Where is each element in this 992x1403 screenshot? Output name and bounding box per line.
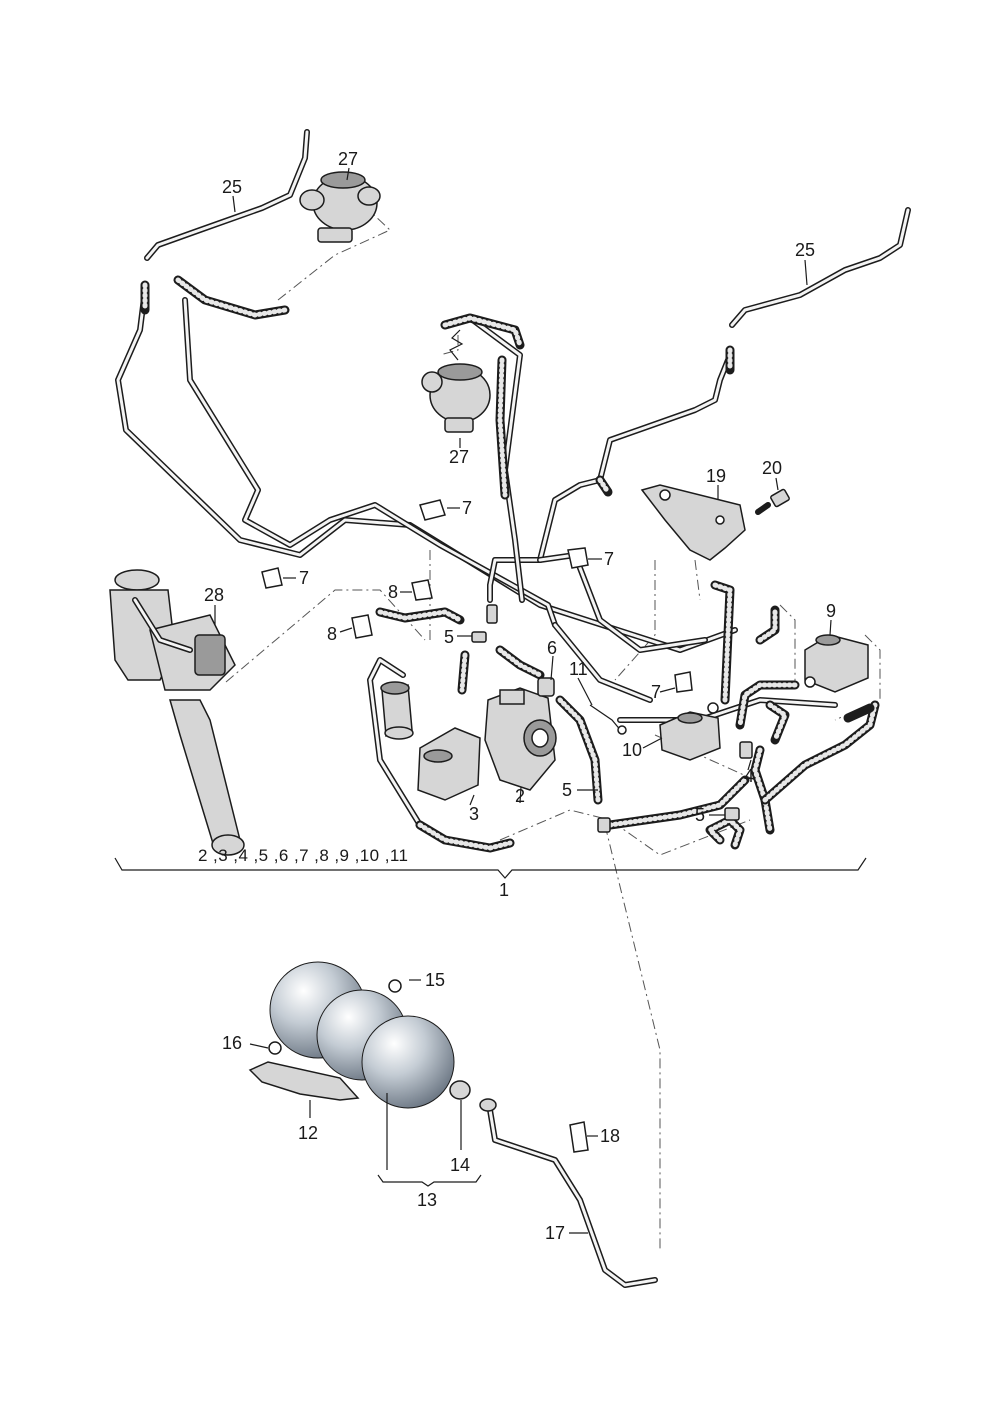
callout-labels: 25 27 25 27 7 7 7 7 19 20 28 8 8 5 6 11 … [198,149,836,1243]
callout-25-right: 25 [795,240,815,260]
callout-7-d: 7 [651,682,661,702]
callout-15: 15 [425,970,445,990]
callout-14: 14 [450,1155,470,1175]
callout-7-a: 7 [462,498,472,518]
callout-3: 3 [469,804,479,824]
callout-9: 9 [826,601,836,621]
callout-1: 1 [499,880,509,900]
air-valve-27-top [299,171,381,243]
callout-5-a: 5 [444,627,454,647]
callout-10: 10 [622,740,642,760]
callout-18: 18 [600,1126,620,1146]
clips [261,499,693,1153]
callout-13: 13 [417,1190,437,1210]
solenoid-valve-10 [659,702,721,761]
vacuum-hoses [140,275,880,853]
leader-lines [114,167,867,1234]
actuator-28 [109,569,245,856]
callout-12: 12 [298,1123,318,1143]
callout-25-left: 25 [222,177,242,197]
bolt-20 [755,488,790,515]
t-pieces [471,604,753,833]
solenoid-valve-9 [804,634,869,693]
callout-19: 19 [706,466,726,486]
callout-8-b: 8 [327,624,337,644]
valve-body-2 [484,687,557,791]
reservoir-sphere-3 [361,1015,455,1109]
callout-28: 28 [204,585,224,605]
callout-27-mid: 27 [449,447,469,467]
wire-11 [589,704,627,735]
group-contents-list: 2 ,3 ,4 ,5 ,6 ,7 ,8 ,9 ,10 ,11 [198,846,408,865]
callout-8-a: 8 [388,582,398,602]
air-valve-27-mid [421,329,491,433]
callout-5-b: 5 [562,780,572,800]
vacuum-reservoir [248,961,497,1112]
callout-11: 11 [569,659,588,679]
filter-housing-3 [417,727,481,801]
callout-16: 16 [222,1033,242,1053]
filter-canister [380,681,414,740]
callout-17: 17 [545,1223,565,1243]
callout-5-c: 5 [695,805,705,825]
callout-7-c: 7 [299,568,309,588]
vacuum-pipes [115,129,911,1288]
bracket-19 [640,484,746,561]
callout-4: 4 [744,766,754,786]
callout-20: 20 [762,458,782,478]
check-valve-6 [537,677,555,697]
callout-7-b: 7 [604,549,614,569]
callout-6: 6 [547,638,557,658]
callout-2: 2 [515,786,525,806]
callout-27-top: 27 [338,149,358,169]
